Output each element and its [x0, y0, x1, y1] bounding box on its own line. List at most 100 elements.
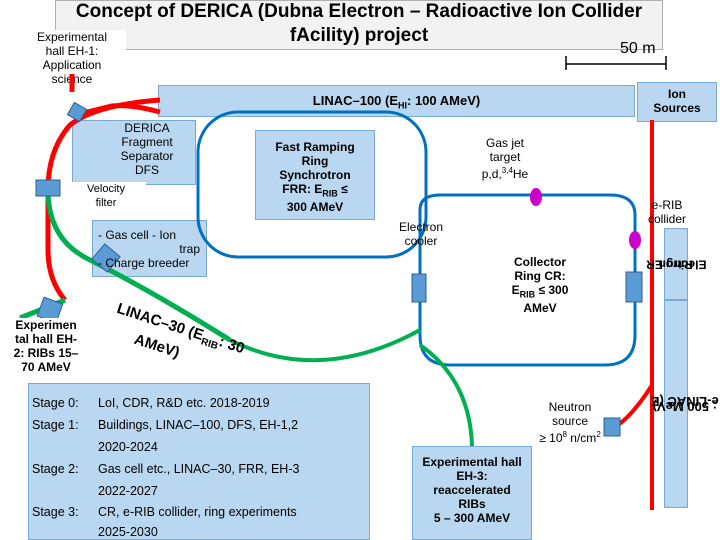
ffr-line-2: Ring: [301, 154, 329, 168]
ffr-line-3: Synchrotron: [279, 168, 351, 182]
eh2-label: Experimen tal hall EH- 2: RIBs 15– 70 AM…: [4, 318, 88, 374]
neutron-sq: 2: [596, 430, 601, 439]
eh2-line-2: tal hall EH-: [14, 332, 77, 346]
erib-collider-label: e-RIB collider: [632, 198, 702, 226]
gas-cell-label: - Gas cell - Ion trap - Charge breeder: [98, 228, 208, 270]
eh3-line-4: RIBs: [458, 497, 486, 511]
gas-jet-target-marker: [530, 188, 542, 206]
stage-row: Stage 0:LoI, CDR, R&D etc. 2018-2019: [32, 396, 270, 411]
gas-jet-line-2: target: [489, 150, 521, 164]
gas-jet-he: He: [512, 167, 529, 181]
ffr-le: ≤: [337, 182, 348, 196]
derica-line-1: DERICA: [124, 121, 170, 135]
ion-sources-label: Ion Sources: [637, 87, 717, 115]
collector-line-3: ERIB ≤ 300: [500, 283, 580, 301]
scale-label: 50 m: [620, 40, 656, 57]
eh3-line-5: 5 – 300 AMeV: [433, 511, 511, 525]
page-title: Concept of DERICA (Dubna Electron – Radi…: [55, 0, 663, 48]
electron-ring-block: [664, 228, 688, 300]
collector-ring-label: Collector Ring CR: ERIB ≤ 300 AMeV: [500, 255, 580, 315]
ffr-e: FRR: E: [282, 182, 323, 196]
stage-text: LoI, CDR, R&D etc. 2018-2019: [98, 396, 270, 410]
erib-collider-marker: [629, 231, 641, 249]
neutron-unit: n/cm: [566, 431, 597, 445]
eh3-line-3: reaccelerated: [433, 483, 511, 497]
er-line-2: Ring ER: [646, 257, 693, 272]
ion-sources-block: [637, 82, 717, 122]
ffr-block: [255, 130, 375, 220]
eh3-label: Experimental hall EH-3: reaccelerated RI…: [412, 455, 532, 525]
stage-years: 2020-2024: [98, 440, 158, 454]
eh2-line-1: Experimen: [15, 318, 77, 332]
neutron-source-label: Neutron source ≥ 108 n/cm2: [528, 400, 612, 445]
electron-cooler-label: Electron cooler: [386, 220, 456, 248]
ffr-sub: RIB: [322, 188, 338, 199]
erib-line-1: e-RIB: [651, 198, 683, 212]
eh1-line-3: Application: [42, 58, 102, 72]
title-line-2: fAcility) project: [289, 25, 429, 46]
dipole-magnet: [625, 271, 643, 303]
linac100-label: LINAC–100 (EHI: 100 AMeV): [158, 93, 635, 111]
derica-fragment-separator: [72, 120, 196, 185]
collector-value: ≤ 300: [535, 283, 569, 297]
stage-years: 2022-2027: [98, 484, 158, 498]
derica-label: DERICA Fragment Separator DFS: [72, 121, 222, 177]
neutron-exp: 8: [562, 430, 567, 439]
electron-cooler-line-1: Electron: [398, 220, 444, 234]
stage-text: Gas cell etc., LINAC–30, FRR, EH-3: [98, 462, 300, 476]
eh1-line-2: hall EH-1:: [45, 44, 99, 58]
collector-ring: [418, 193, 637, 367]
ion-sources-line-2: Sources: [653, 101, 701, 115]
gas-jet-pd: p,d,: [481, 167, 502, 181]
gas-jet-label: Gas jet target p,d,3,4He: [470, 136, 540, 181]
linac100-tail: : 100 AMeV): [407, 93, 481, 108]
ffr-line-4: FRR: ERIB ≤: [255, 182, 375, 200]
gas-cell-line-3: - Charge breeder: [98, 256, 190, 270]
stage-years: 2025-2030: [98, 525, 158, 539]
neutron-line-2: source: [551, 414, 589, 428]
derica-line-2: Fragment: [121, 135, 173, 149]
elinac-block: [664, 300, 688, 508]
linac100-sub: HI: [398, 100, 408, 111]
neutron-target: [603, 417, 621, 437]
collector-line-1: Collector: [513, 255, 566, 269]
neutron-line-1: Neutron: [548, 400, 592, 414]
eh2-line-3: 2: RIBs 15–: [13, 346, 79, 360]
ffr-line-5: 300 AMeV: [286, 200, 344, 215]
velocity-filter-line-1: Velocity: [87, 183, 125, 195]
gas-jet-line-3: p,d,3,4He: [470, 164, 540, 181]
velocity-filter-label: Velocity filter: [66, 182, 146, 210]
collector-e: E: [511, 283, 520, 297]
dipole-magnet: [66, 101, 88, 123]
gas-cell-line-1: - Gas cell - Ion: [98, 228, 177, 242]
stage-row: Stage 2: Gas cell etc., LINAC–30, FRR, EH…: [32, 462, 299, 477]
collector-sub: RIB: [519, 289, 536, 300]
ion-sources-line-1: Ion: [668, 87, 686, 101]
beamline-separator: [45, 97, 161, 302]
neutron-ge: ≥ 10: [539, 431, 563, 445]
title-banner: [55, 0, 663, 50]
stage-text: CR, e-RIB collider, ring experiments: [98, 505, 297, 519]
linac100-text: LINAC–100 (E: [312, 93, 399, 108]
eh2-line-4: 70 AMeV: [21, 360, 71, 374]
collector-line-2: Ring CR:: [514, 269, 566, 283]
stage-row: Stage 1: Buildings, LINAC–100, DFS, EH-1,…: [32, 418, 298, 433]
dipole-magnet: [411, 273, 427, 303]
erib-line-2: collider: [647, 212, 686, 226]
title-line-1: Concept of DERICA (Dubna Electron – Radi…: [75, 1, 643, 22]
ffr-line-1: Fast Ramping: [275, 140, 355, 154]
eh3-block: [412, 446, 532, 540]
ffr-label: Fast Ramping Ring Synchrotron FRR: ERIB …: [255, 140, 375, 214]
linac30-sub: RIB: [199, 336, 220, 353]
stage-text: Buildings, LINAC–100, DFS, EH-1,2: [98, 418, 299, 432]
stage-key: Stage 2:: [32, 462, 79, 476]
eh1-line-1: Experimental: [36, 30, 108, 44]
electron-cooler-line-2: cooler: [404, 234, 438, 248]
gas-cell-block: [92, 220, 207, 277]
stage-key: Stage 1:: [32, 418, 79, 432]
eh3-line-1: Experimental hall: [422, 455, 522, 469]
beamline-linac30: [45, 189, 232, 343]
eh1-label: Experimental hall EH-1: Application scie…: [18, 30, 126, 86]
gas-cell-line-2: trap: [179, 242, 200, 256]
